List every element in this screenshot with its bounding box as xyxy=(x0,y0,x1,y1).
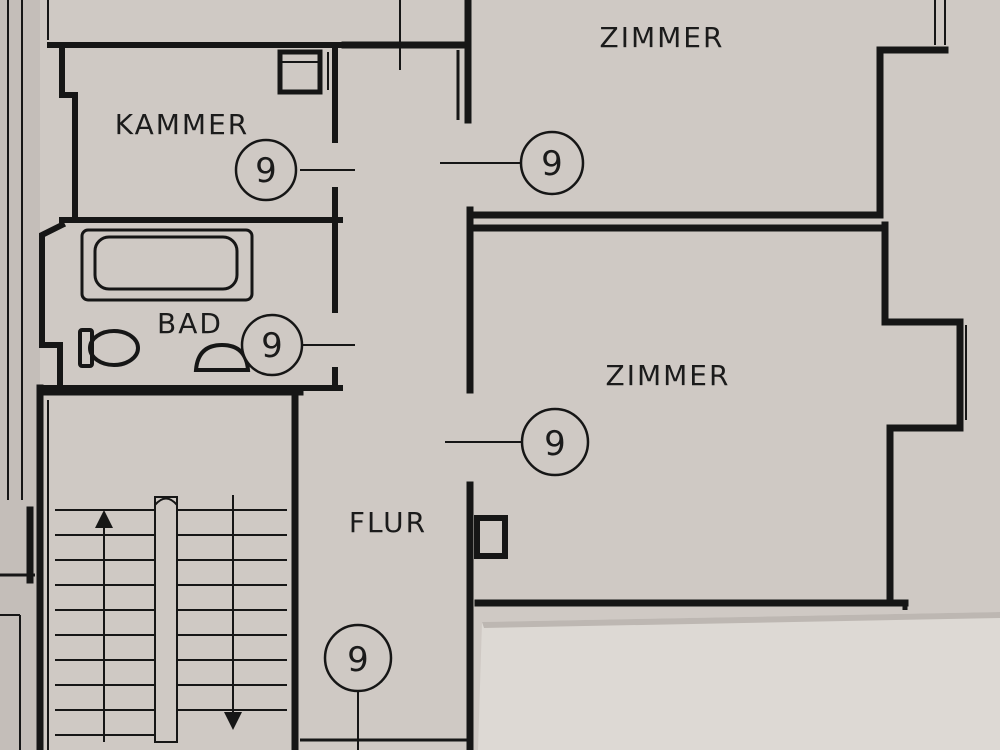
marker-zimmer-mid-label: 9 xyxy=(544,424,566,464)
toilet xyxy=(78,328,140,368)
bathtub xyxy=(80,228,254,302)
stair-down-arrow xyxy=(224,712,242,730)
room-label-bad: BAD xyxy=(157,307,223,340)
marker-bad: 9 xyxy=(240,313,304,377)
chimney-kammer xyxy=(277,49,323,95)
room-label-kammer: KAMMER xyxy=(115,108,250,141)
left-outer-lines xyxy=(7,0,49,500)
marker-bad-label: 9 xyxy=(261,326,283,366)
room-label-flur: FLUR xyxy=(349,506,427,539)
stairwell-walls xyxy=(26,384,304,750)
chimney-flur xyxy=(474,515,508,559)
window-top-right xyxy=(934,0,946,45)
zimmer-mid-walls xyxy=(466,221,964,607)
room-label-zimmer-top: ZIMMER xyxy=(600,21,725,54)
marker-zimmer-mid: 9 xyxy=(520,407,590,477)
room-label-zimmer-mid: ZIMMER xyxy=(606,359,731,392)
stair-up-arrow xyxy=(95,510,113,528)
marker-kammer: 9 xyxy=(234,138,298,202)
overlapping-paper-sheet xyxy=(478,612,1000,750)
staircase xyxy=(55,495,287,743)
kammer-walls xyxy=(47,42,353,228)
marker-leaders xyxy=(300,162,522,750)
marker-flur-upper: 9 xyxy=(519,130,585,196)
zimmer-top-walls xyxy=(466,46,949,219)
marker-kammer-label: 9 xyxy=(255,151,277,191)
marker-flur-upper-label: 9 xyxy=(541,144,563,184)
marker-flur-lower: 9 xyxy=(323,623,393,693)
bad-walls xyxy=(37,220,343,391)
marker-flur-lower-label: 9 xyxy=(347,640,369,680)
flur-walls xyxy=(341,0,474,750)
